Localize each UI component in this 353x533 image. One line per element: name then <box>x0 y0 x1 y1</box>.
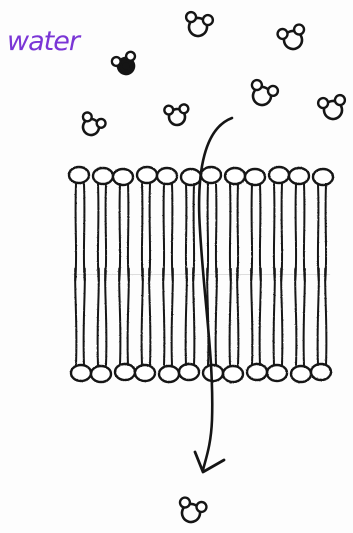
water-molecule-icon <box>276 23 308 52</box>
bottom-phospholipid-heads <box>71 364 331 382</box>
water-molecule-icon <box>164 104 190 126</box>
water-molecule-icon <box>246 79 279 109</box>
water-molecule-icon <box>111 51 140 78</box>
water-molecule-icon <box>317 94 347 121</box>
water-label: water <box>7 26 82 57</box>
water-molecules <box>77 11 348 525</box>
lipid-bilayer <box>69 167 333 382</box>
water-molecule-icon <box>176 496 208 525</box>
water-molecule-icon <box>77 111 107 139</box>
water-molecule-icon <box>183 11 213 38</box>
